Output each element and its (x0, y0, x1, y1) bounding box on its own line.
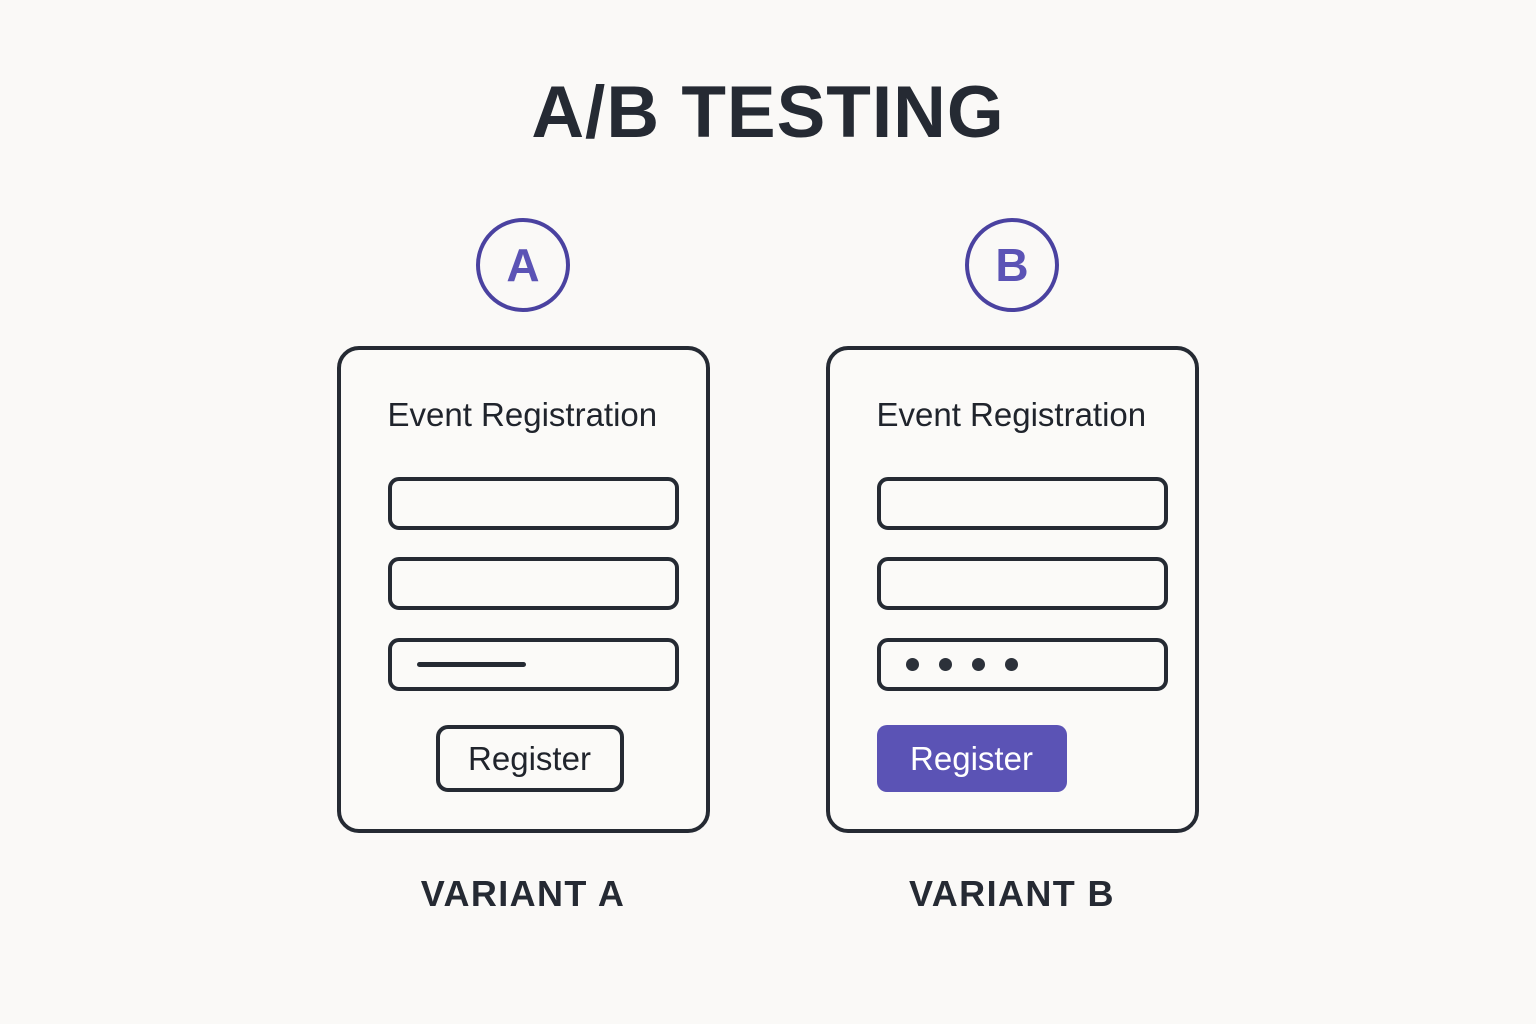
password-dot (971, 658, 985, 671)
variant-a-label: VARIANT A (420, 873, 626, 914)
variant-a-card: Event Registration Register (336, 346, 710, 833)
variant-a-form-title: Event Registration (387, 396, 658, 433)
variant-b-input-field-2[interactable] (876, 557, 1168, 610)
variant-a-badge: A (476, 218, 570, 312)
variant-a-register-button[interactable]: Register (435, 725, 624, 792)
variant-b-register-button[interactable]: Register (876, 725, 1067, 792)
text-entry-line-icon (416, 662, 526, 667)
password-dots-icon (905, 658, 1018, 671)
variant-b-card: Event Registration Register (825, 346, 1199, 833)
variant-a-input-field-1[interactable] (387, 477, 679, 530)
variant-a-input-field-3[interactable] (387, 638, 679, 691)
variant-b-badge: B (965, 218, 1059, 312)
variant-b-form-title: Event Registration (876, 396, 1147, 433)
password-dot (938, 658, 952, 671)
variant-a-column: A Event Registration Register VARIANT A (323, 205, 723, 912)
password-dot (1004, 658, 1018, 671)
password-dot (905, 658, 919, 671)
variant-b-column: B Event Registration Register VARIANT B (812, 205, 1212, 912)
variant-b-input-field-1[interactable] (876, 477, 1168, 530)
variant-b-input-field-3[interactable] (876, 638, 1168, 691)
variant-a-input-field-2[interactable] (387, 557, 679, 610)
variant-b-badge-row: B (812, 205, 1212, 325)
variant-a-badge-row: A (323, 205, 723, 325)
variant-b-label: VARIANT B (909, 873, 1115, 914)
page-title: A/B TESTING (531, 72, 1005, 153)
